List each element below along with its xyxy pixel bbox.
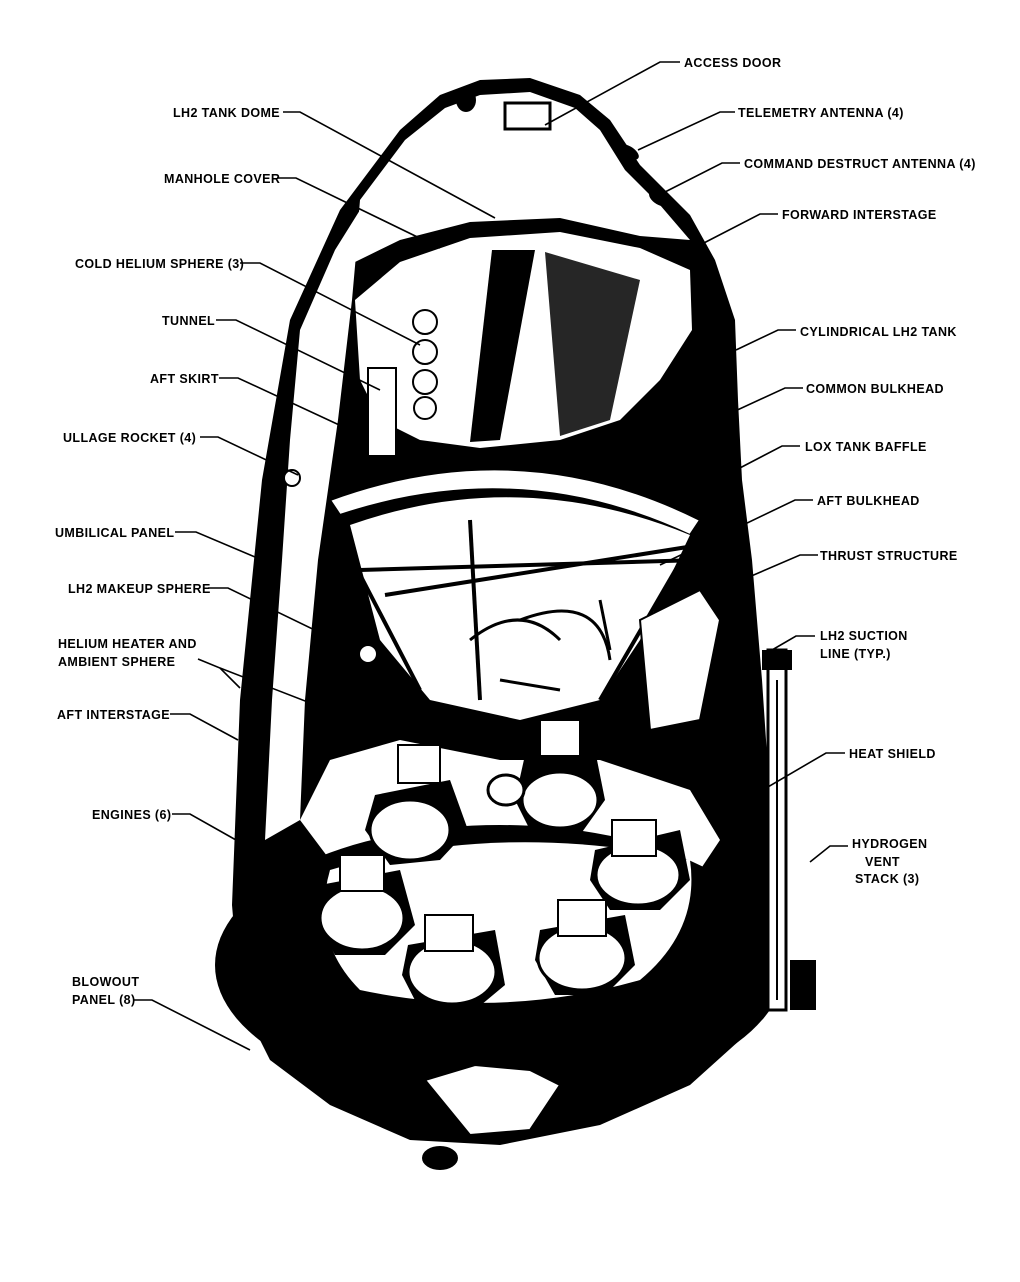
label-access-door: ACCESS DOOR <box>684 56 781 70</box>
stage-illustration <box>215 78 816 1170</box>
helium-heater-sphere <box>486 773 526 807</box>
label-heat-shield: HEAT SHIELD <box>849 747 936 761</box>
leader-lines <box>134 61 848 1051</box>
label-ullage-rocket: ULLAGE ROCKET (4) <box>63 431 196 445</box>
label-engines: ENGINES (6) <box>92 808 171 822</box>
aft-skirt-shell-left <box>265 210 360 840</box>
command-destruct-antenna <box>649 189 671 207</box>
label-cylindrical-lh2-tank: CYLINDRICAL LH2 TANK <box>800 325 957 339</box>
label-blowout-panel-2: PANEL (8) <box>72 993 136 1007</box>
label-blowout-panel-1: BLOWOUT <box>72 975 139 989</box>
label-lh2-suction-line-1: LH2 SUCTION <box>820 629 908 643</box>
label-cold-helium-sphere: COLD HELIUM SPHERE (3) <box>75 257 244 271</box>
top-antenna-pod <box>456 88 476 112</box>
label-lox-tank-baffle: LOX TANK BAFFLE <box>805 440 927 454</box>
label-umbilical-panel: UMBILICAL PANEL <box>55 526 174 540</box>
label-common-bulkhead: COMMON BULKHEAD <box>806 382 944 396</box>
tunnel-box <box>367 367 397 457</box>
access-door <box>503 101 552 131</box>
engine-5 <box>402 914 505 1010</box>
label-helium-heater-2: AMBIENT SPHERE <box>58 655 175 669</box>
label-lh2-suction-line-2: LINE (TYP.) <box>820 647 891 661</box>
lower-fairing-pod <box>422 1146 458 1170</box>
label-thrust-structure: THRUST STRUCTURE <box>820 549 958 563</box>
tank-cone-left <box>470 250 535 442</box>
forward-interstage-shell <box>355 92 690 262</box>
thrust-frame-right <box>638 588 722 732</box>
label-command-destruct-antenna: COMMAND DESTRUCT ANTENNA (4) <box>744 157 976 171</box>
label-hydrogen-vent-3: STACK (3) <box>855 872 919 886</box>
nozzle-rings <box>346 727 650 939</box>
engine-4 <box>315 854 415 955</box>
label-helium-heater-1: HELIUM HEATER AND <box>58 637 197 651</box>
label-lh2-makeup-sphere: LH2 MAKEUP SPHERE <box>68 582 211 596</box>
thrust-structure-interior <box>350 497 690 720</box>
callout-labels: ACCESS DOOR LH2 TANK DOME TELEMETRY ANTE… <box>55 56 976 1007</box>
label-tunnel: TUNNEL <box>162 314 215 328</box>
label-hydrogen-vent-2: VENT <box>865 855 900 869</box>
blowout-panel-cutout <box>423 1063 562 1137</box>
engine-3 <box>590 819 690 910</box>
label-aft-interstage: AFT INTERSTAGE <box>57 708 170 722</box>
hydrogen-vent-stack <box>762 648 816 1012</box>
label-lh2-tank-dome: LH2 TANK DOME <box>173 106 280 120</box>
propellant-lines <box>469 599 612 692</box>
label-forward-interstage: FORWARD INTERSTAGE <box>782 208 937 222</box>
telemetry-antenna <box>617 144 639 160</box>
engine-2 <box>515 719 605 840</box>
engine-6 <box>535 899 635 995</box>
engines <box>315 719 690 1010</box>
label-aft-skirt: AFT SKIRT <box>150 372 219 386</box>
label-hydrogen-vent-1: HYDROGEN <box>852 837 927 851</box>
cold-helium-spheres <box>412 309 438 420</box>
label-telemetry-antenna: TELEMETRY ANTENNA (4) <box>738 106 904 120</box>
label-aft-bulkhead: AFT BULKHEAD <box>817 494 920 508</box>
lh2-makeup-sphere <box>358 644 378 664</box>
tank-cone-right <box>545 252 640 436</box>
label-manhole-cover: MANHOLE COVER <box>164 172 280 186</box>
